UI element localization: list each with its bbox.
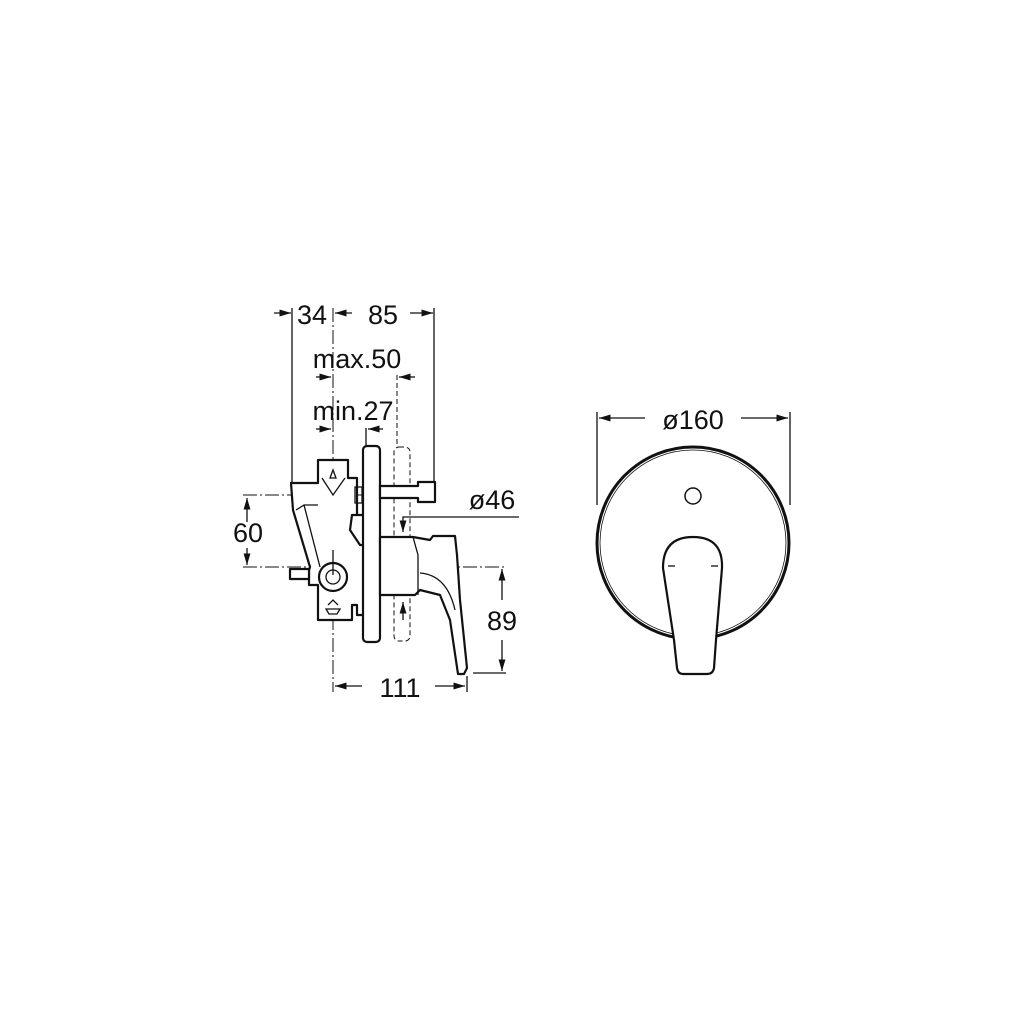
dimension-min-27: min.27	[312, 396, 393, 426]
dimension-60: 60	[233, 518, 263, 548]
leader-line	[399, 516, 519, 532]
dimension-34: 34	[297, 300, 327, 330]
valve-body	[288, 458, 367, 622]
lever-handle[interactable]	[661, 535, 724, 676]
diverter-button[interactable]	[684, 487, 702, 505]
wall-plate	[361, 444, 382, 644]
dimension-111: 111	[379, 673, 420, 703]
dimension-89: 89	[487, 606, 517, 636]
dimension-85: 85	[368, 300, 398, 330]
dimension-max-50: max.50	[313, 344, 402, 374]
front-view: ø160	[595, 405, 791, 676]
side-view: 34 85 max.50 min.27 60	[233, 300, 519, 703]
stem	[378, 480, 437, 504]
dimension-diameter-160: ø160	[662, 405, 724, 435]
dimension-diameter-46: ø46	[469, 485, 516, 515]
